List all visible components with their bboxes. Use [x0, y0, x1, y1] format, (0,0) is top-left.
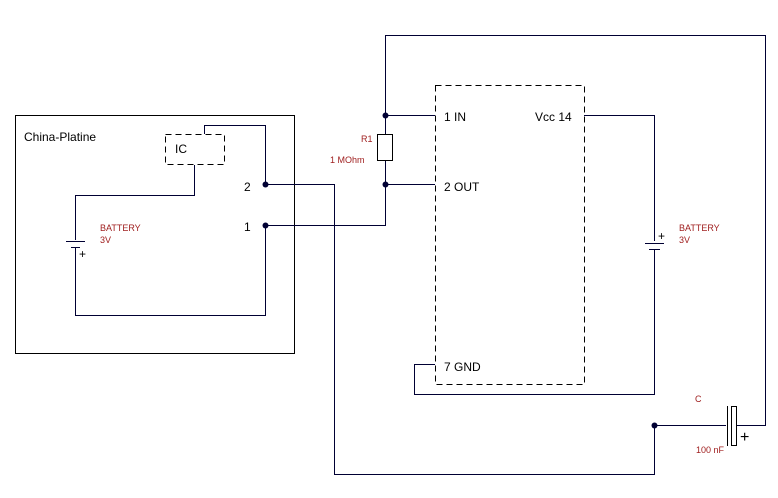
chip-body: [435, 85, 585, 385]
battery2-plus: +: [658, 229, 665, 243]
wire-ic-to-battery: [75, 165, 195, 240]
wire-gnd-to-battery: [414, 250, 655, 395]
board-title: China-Platine: [24, 130, 96, 144]
resistor-r1: [377, 134, 393, 161]
resistor-value: 1 MOhm: [330, 155, 365, 165]
board-battery-value: 3V: [100, 235, 111, 245]
capacitor-plus: +: [740, 429, 749, 446]
wire-pin1-to-out: [265, 184, 386, 226]
capacitor-plate-right: [731, 406, 737, 446]
capacitor-value: 100 nF: [696, 445, 725, 455]
chip-pin-gnd: 7 GND: [444, 360, 481, 374]
chip-pin-out: 2 OUT: [444, 180, 480, 194]
chip-pin-vcc: Vcc 14: [535, 110, 572, 124]
board-battery-name: BATTERY: [100, 223, 141, 233]
resistor-name: R1: [361, 134, 373, 144]
wire-ic-to-pin2: [204, 125, 266, 185]
battery2-name: BATTERY: [679, 223, 720, 233]
wire-vcc-to-battery: [584, 115, 655, 241]
wire-pin2-to-bottom: [265, 184, 655, 475]
board-ic-box: [165, 134, 225, 165]
board-pin2-label: 2: [244, 180, 251, 194]
board-pin1-label: 1: [244, 220, 251, 234]
chip-pin-in: 1 IN: [444, 110, 466, 124]
china-platine-board: [15, 115, 295, 354]
board-battery-plus: +: [79, 247, 86, 261]
wire-in-to-top-loop: [385, 35, 766, 426]
wire-battery-to-pin1: [75, 225, 266, 316]
board-ic-label: IC: [175, 142, 187, 156]
battery2-value: 3V: [679, 235, 690, 245]
capacitor-name: C: [695, 394, 702, 404]
